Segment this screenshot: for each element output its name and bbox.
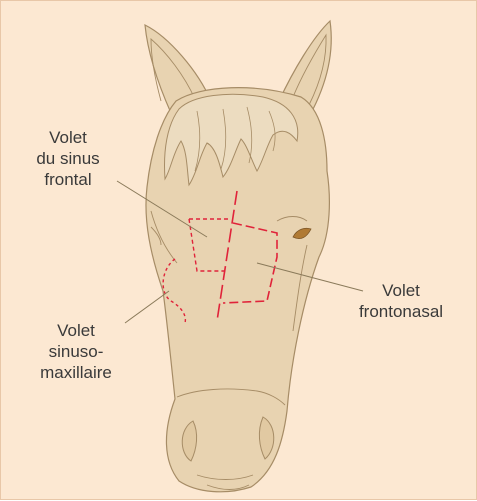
label-frontonasal: Volet frontonasal xyxy=(341,280,461,322)
leader-maxillaire xyxy=(125,291,169,323)
label-sinuso-maxillaire: Volet sinuso- maxillaire xyxy=(21,320,131,383)
label-sinus-frontal: Volet du sinus frontal xyxy=(13,127,123,190)
